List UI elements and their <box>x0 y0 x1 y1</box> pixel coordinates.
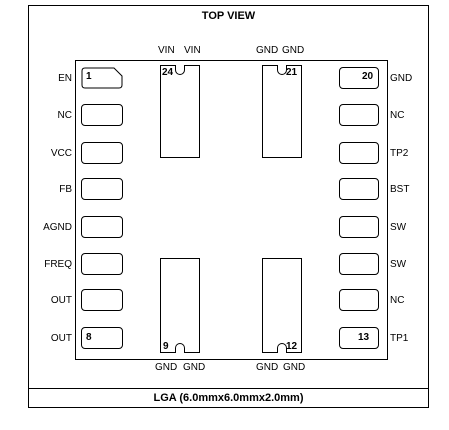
right-pad <box>339 142 379 164</box>
right-pad <box>339 104 379 126</box>
pin-number: 12 <box>286 341 298 352</box>
top-pin-label: GND <box>282 45 305 56</box>
pin-number: 9 <box>163 341 169 352</box>
right-pin-label: BST <box>390 184 410 195</box>
pin-number: 20 <box>362 71 374 82</box>
left-pad <box>81 253 123 275</box>
left-pad <box>81 142 123 164</box>
diagram-title: TOP VIEW <box>201 10 256 22</box>
right-pad <box>339 67 379 89</box>
diagram-frame <box>28 5 429 408</box>
footer-divider <box>28 388 429 389</box>
right-pin-label: NC <box>390 110 405 121</box>
left-pad <box>81 178 123 200</box>
left-pad <box>81 104 123 126</box>
bottom-pin-label: GND <box>256 362 279 373</box>
pin-number: 8 <box>86 332 92 343</box>
pad-notch <box>175 343 185 353</box>
pin-1-pad <box>81 67 123 89</box>
top-pin-label: GND <box>256 45 279 56</box>
bottom-pin-label: GND <box>155 362 178 373</box>
right-pin-label: NC <box>390 295 405 306</box>
left-pin-label: EN <box>58 73 72 84</box>
gnd-pad-bottom-right <box>262 258 302 353</box>
pad-notch <box>277 65 287 75</box>
package-label: LGA (6.0mmx6.0mmx2.0mm) <box>153 392 304 404</box>
pin-number: 24 <box>162 67 174 78</box>
chip-outline <box>75 60 388 360</box>
left-pin-label: OUT <box>50 333 72 344</box>
left-pin-label: VCC <box>50 148 72 159</box>
right-pin-label: GND <box>390 73 413 84</box>
left-pad <box>81 289 123 311</box>
left-pin-label: AGND <box>43 222 72 233</box>
gnd-pad-bottom-left <box>160 258 200 353</box>
left-pad <box>81 327 123 349</box>
top-pin-label: VIN <box>158 45 175 56</box>
pad-notch <box>277 343 287 353</box>
right-pin-label: SW <box>390 222 407 233</box>
right-pin-label: SW <box>390 259 407 270</box>
vin-pad <box>160 65 200 158</box>
bottom-pin-label: GND <box>183 362 206 373</box>
pin-number: 21 <box>286 67 298 78</box>
right-pad <box>339 216 379 238</box>
top-pin-label: VIN <box>184 45 201 56</box>
pad-notch <box>175 65 185 75</box>
right-pad <box>339 327 379 349</box>
left-pin-label: NC <box>57 110 72 121</box>
pin-number: 13 <box>358 332 370 343</box>
left-pin-label: FB <box>59 184 72 195</box>
left-pad <box>81 216 123 238</box>
right-pad <box>339 253 379 275</box>
right-pin-label: TP1 <box>390 333 409 344</box>
pin-number: 1 <box>86 71 92 82</box>
left-pin-label: OUT <box>50 295 72 306</box>
right-pad <box>339 178 379 200</box>
right-pad <box>339 289 379 311</box>
right-pin-label: TP2 <box>390 148 409 159</box>
gnd-pad-top <box>262 65 302 158</box>
left-pin-label: FREQ <box>44 259 72 270</box>
bottom-pin-label: GND <box>283 362 306 373</box>
